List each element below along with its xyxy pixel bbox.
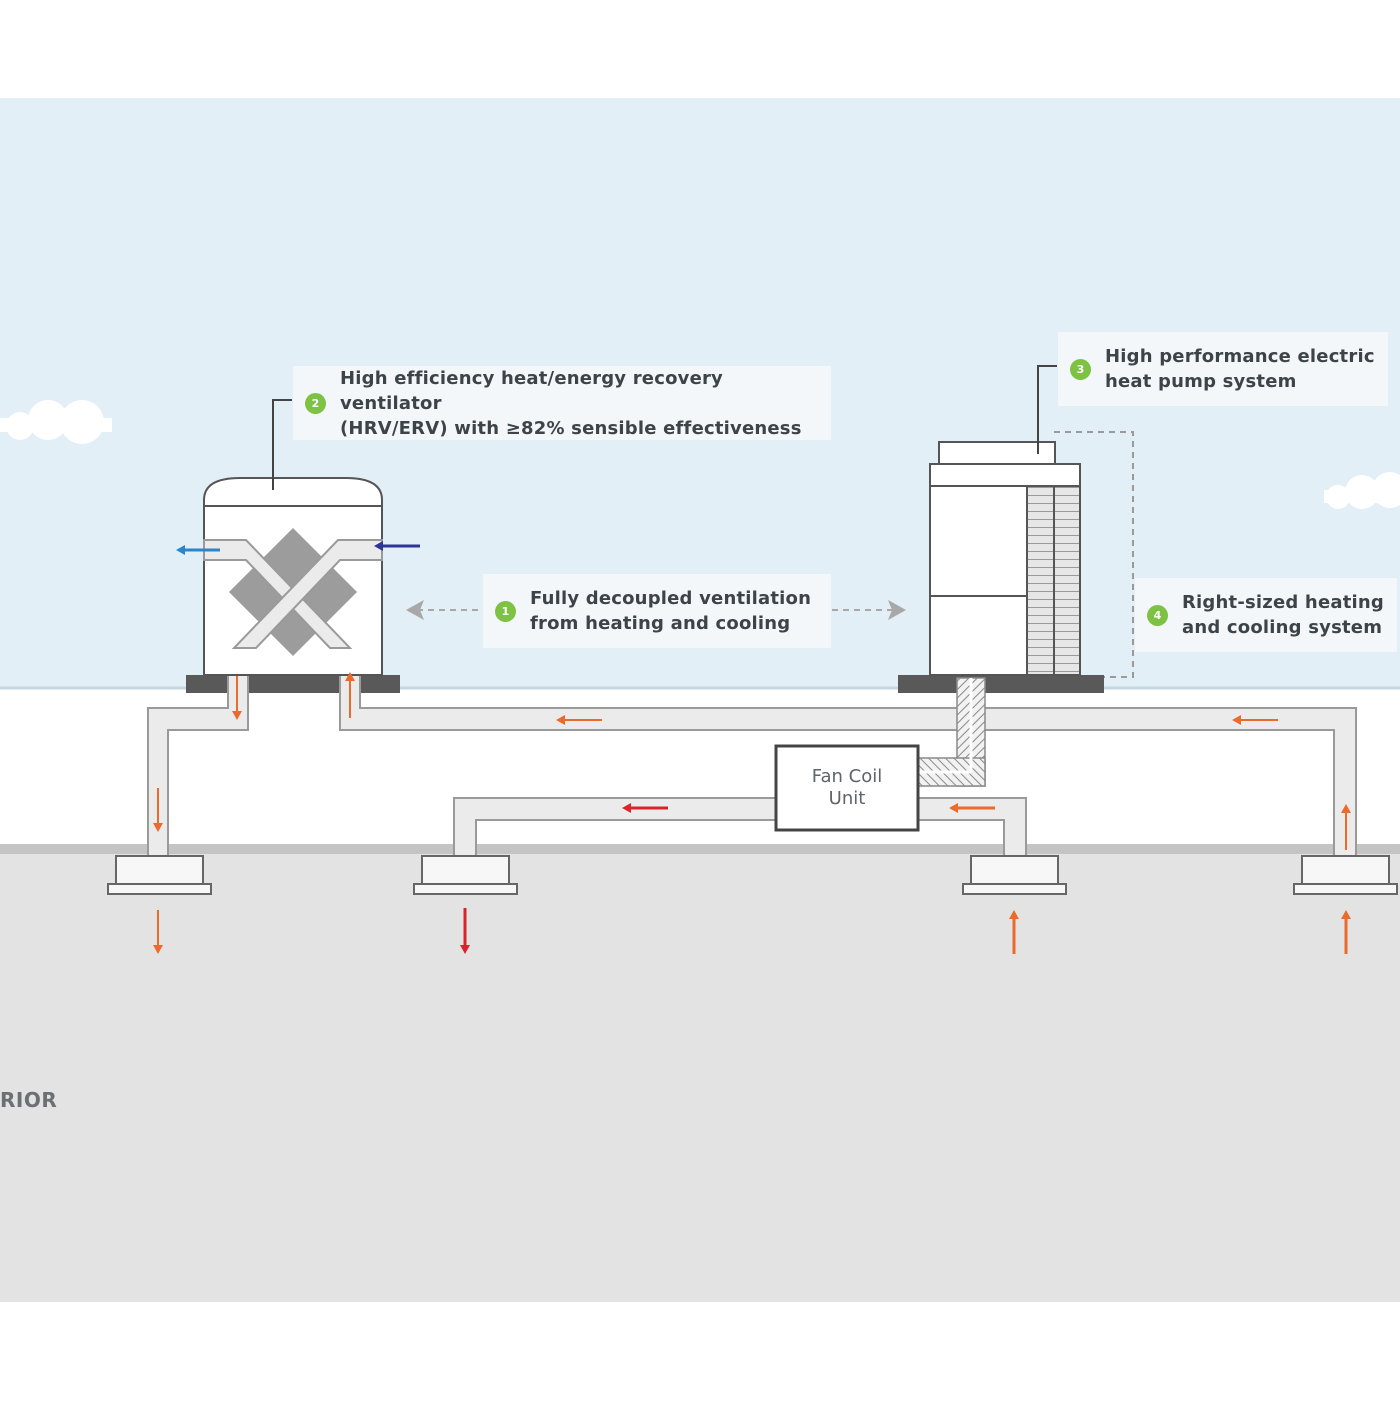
callout-decoupled-ventilation: 1 Fully decoupled ventilation from heati… [483, 574, 831, 648]
cloud-right [1324, 472, 1400, 509]
arrow-room-exhaust-down-icon [153, 910, 163, 954]
leader-callout-3 [1037, 365, 1057, 454]
arrow-fancoil-supply-icon [622, 803, 668, 813]
arrow-room-supply-down-icon [460, 908, 470, 954]
callout-right-sized: 4 Right-sized heating and cooling system [1135, 578, 1397, 652]
fan-coil-unit [774, 744, 920, 832]
arrow-duct-up-right-icon [1341, 804, 1351, 850]
arrow-room-ventilation-up-icon [1341, 910, 1351, 954]
callout-hrv-erv: 2 High efficiency heat/energy recovery v… [293, 366, 831, 440]
diffuser-1 [107, 855, 212, 895]
arrow-duct-up-hrv-icon [345, 672, 355, 718]
hrv-base [186, 675, 400, 693]
ceiling-line [0, 844, 1400, 854]
callout-text-3: High performance electric heat pump syst… [1105, 346, 1375, 392]
diffuser-3 [962, 855, 1067, 895]
refrigerant-lines [917, 677, 986, 787]
hrv-unit [203, 477, 383, 676]
cloud-left [0, 400, 112, 444]
callout-badge-1: 1 [495, 600, 516, 622]
fan-coil-label: Fan Coil Unit [811, 766, 883, 809]
heat-pump-sizing-bracket [1054, 431, 1134, 678]
callout-badge-2: 2 [305, 392, 326, 414]
arrow-room-return-up-icon [1009, 910, 1019, 954]
interior-label: RIOR [0, 1088, 58, 1112]
arrow-trunk-mid-icon [556, 715, 602, 725]
callout-text-1: Fully decoupled ventilation from heating… [530, 588, 812, 634]
callout-text-4: Right-sized heating and cooling system [1182, 592, 1384, 638]
callout-badge-3: 3 [1070, 358, 1091, 380]
diffuser-4 [1293, 855, 1398, 895]
diffuser-2 [413, 855, 518, 895]
interior-space [0, 844, 1400, 1302]
heat-pump-base [898, 675, 1104, 693]
arrow-fancoil-return-icon [949, 803, 995, 813]
arrow-duct-down-hrv-icon [232, 676, 242, 720]
hrv-path-intake [231, 539, 383, 649]
heat-pump-unit [929, 441, 1081, 676]
decouple-arrow-left-icon [406, 600, 424, 620]
decoupling-arrows [406, 600, 906, 620]
callout-heat-pump: 3 High performance electric heat pump sy… [1058, 332, 1388, 406]
arrow-hrv-intake-in-icon [374, 541, 420, 551]
decouple-arrow-right-icon [888, 600, 906, 620]
arrow-hrv-exhaust-out-icon [176, 545, 220, 555]
callout-text-2: High efficiency heat/energy recovery ven… [340, 367, 802, 439]
hrv-path-exhaust [203, 539, 353, 649]
leader-callout-2 [272, 399, 292, 490]
callout-badge-4: 4 [1147, 604, 1168, 626]
diffusers [107, 855, 1398, 895]
airflow-arrows [153, 541, 1351, 954]
arrow-duct-down-left-icon [153, 788, 163, 832]
arrow-trunk-right-icon [1232, 715, 1278, 725]
